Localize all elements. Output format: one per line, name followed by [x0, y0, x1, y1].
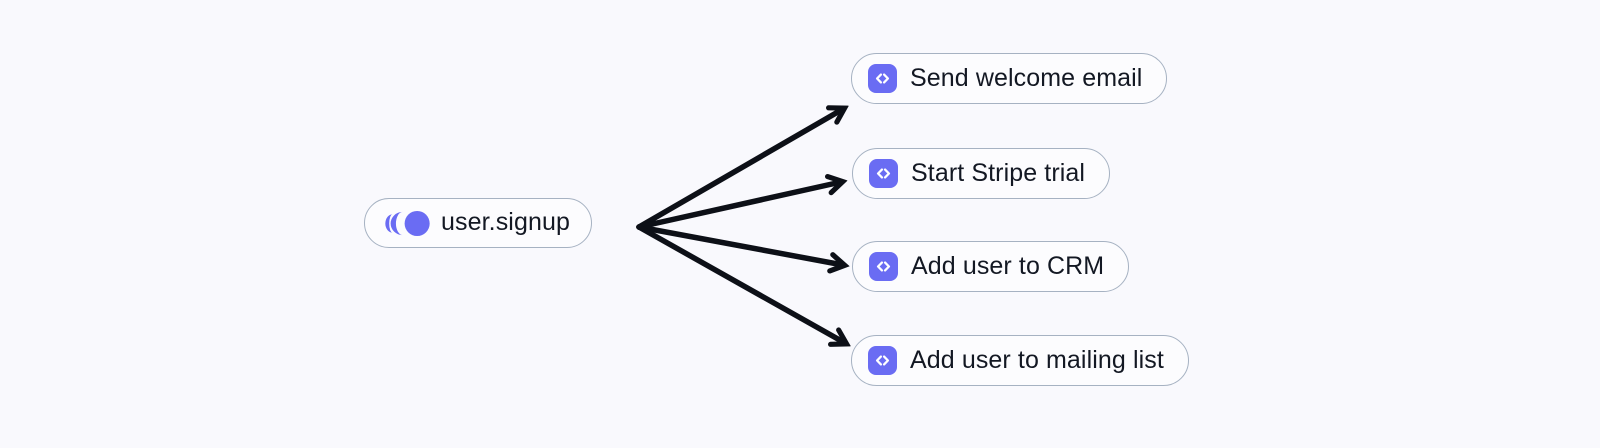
event-node-label: user.signup	[441, 208, 570, 236]
action-node-label: Add user to CRM	[911, 251, 1105, 280]
code-icon	[868, 64, 897, 93]
action-node-label: Start Stripe trial	[911, 158, 1086, 187]
node-event-user-signup: user.signup	[364, 198, 592, 248]
edge-to-start-stripe-trial	[636, 182, 841, 230]
event-pulse-icon	[385, 210, 430, 236]
edge-to-add-user-to-crm	[636, 224, 843, 265]
code-icon	[869, 159, 898, 188]
edge-to-add-user-to-mailing-list	[636, 224, 845, 343]
action-node-label: Send welcome email	[910, 63, 1143, 92]
code-icon	[869, 252, 898, 281]
code-icon	[868, 346, 897, 375]
node-action-start-stripe-trial: Start Stripe trial	[852, 148, 1111, 199]
node-action-add-user-to-crm: Add user to CRM	[852, 241, 1130, 292]
node-action-send-welcome-email: Send welcome email	[851, 53, 1168, 104]
edge-to-send-welcome-email	[636, 109, 843, 230]
node-action-add-user-to-mailing-list: Add user to mailing list	[851, 335, 1189, 386]
action-node-label: Add user to mailing list	[910, 345, 1164, 374]
